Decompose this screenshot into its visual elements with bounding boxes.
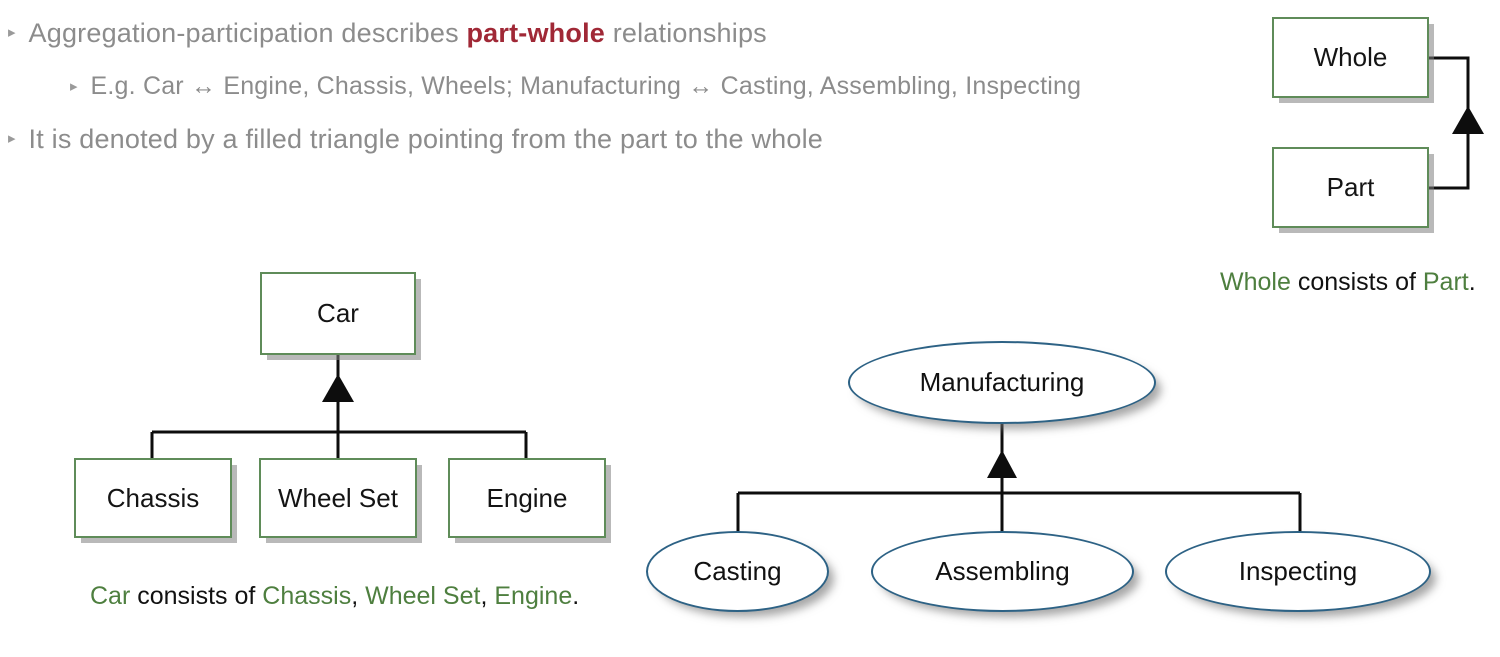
caption-car-sep-1: , xyxy=(351,582,366,610)
bullet-marker-icon: ▸ xyxy=(8,129,16,147)
bullet-text-3: It is denoted by a filled triangle point… xyxy=(28,124,823,154)
caption-wp-entity-2: Part xyxy=(1422,268,1469,296)
node-engine-label: Engine xyxy=(486,482,568,513)
bullet-item-1: ▸ Aggregation-participation describes pa… xyxy=(8,18,767,48)
caption-car-mid: consists of xyxy=(130,582,263,610)
node-part[interactable]: Part xyxy=(1272,147,1429,228)
node-assembling-label: Assembling xyxy=(935,556,1070,586)
bullet-text-2: E.g. Car ↔ Engine, Chassis, Wheels; Manu… xyxy=(90,72,1082,100)
caption-whole-part: Whole consists of Part. xyxy=(1220,268,1476,297)
node-wheel-set[interactable]: Wheel Set xyxy=(259,458,417,538)
bullet-text-1: Aggregation-participation describes part… xyxy=(29,18,767,48)
node-inspecting-label: Inspecting xyxy=(1238,556,1358,586)
caption-car-period: . xyxy=(572,582,580,610)
node-manufacturing[interactable]: Manufacturing xyxy=(848,341,1156,424)
caption-car-entity-2: Chassis xyxy=(262,582,352,610)
caption-car-entity-3: Wheel Set xyxy=(365,582,481,610)
bullet-text-1-highlight: part-whole xyxy=(466,18,605,48)
caption-car: Car consists of Chassis, Wheel Set, Engi… xyxy=(90,582,579,611)
caption-car-sep-2: , xyxy=(480,582,495,610)
node-casting[interactable]: Casting xyxy=(646,531,829,612)
caption-car-entity-1: Car xyxy=(90,582,131,610)
node-car-label: Car xyxy=(317,298,359,328)
caption-wp-period: . xyxy=(1468,268,1476,296)
caption-wp-mid: consists of xyxy=(1290,268,1423,296)
node-chassis-label: Chassis xyxy=(106,482,200,513)
node-whole[interactable]: Whole xyxy=(1272,17,1429,98)
node-whole-label: Whole xyxy=(1313,42,1388,72)
caption-wp-entity-1: Whole xyxy=(1220,268,1291,296)
bullet-item-2: ▸ E.g. Car ↔ Engine, Chassis, Wheels; Ma… xyxy=(70,72,1081,100)
caption-car-entity-4: Engine xyxy=(494,582,573,610)
node-manufacturing-label: Manufacturing xyxy=(919,367,1085,397)
bullet-text-1-part-a: Aggregation-participation describes xyxy=(28,18,467,48)
node-assembling[interactable]: Assembling xyxy=(871,531,1134,612)
filled-triangle-icon xyxy=(987,450,1017,478)
diagram-whole-part: Whole Part Whole consists of Part. xyxy=(0,0,1500,310)
bullet-text-1-part-b: relationships xyxy=(605,18,767,48)
node-part-label: Part xyxy=(1326,172,1375,202)
bullet-marker-icon: ▸ xyxy=(70,77,78,95)
node-casting-label: Casting xyxy=(693,556,782,586)
bullet-marker-icon: ▸ xyxy=(8,23,16,41)
node-inspecting[interactable]: Inspecting xyxy=(1165,531,1431,612)
node-car[interactable]: Car xyxy=(260,272,416,355)
bullet-item-3: ▸ It is denoted by a filled triangle poi… xyxy=(8,124,823,154)
node-wheel-set-label: Wheel Set xyxy=(278,482,398,513)
node-chassis[interactable]: Chassis xyxy=(74,458,232,538)
node-engine[interactable]: Engine xyxy=(448,458,606,538)
